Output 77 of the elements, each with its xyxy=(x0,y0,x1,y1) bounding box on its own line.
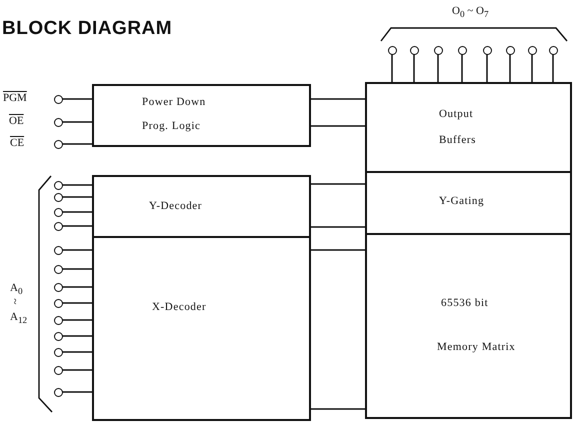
wire xyxy=(509,54,511,82)
pin-terminal xyxy=(458,46,466,54)
wire xyxy=(486,54,488,82)
pin-terminal xyxy=(54,246,62,254)
wire xyxy=(311,249,365,251)
block-label: 65536 bit xyxy=(441,297,488,309)
pin-terminal xyxy=(482,46,492,54)
pin-terminal xyxy=(388,46,396,54)
signal-label: A$_{12}$ xyxy=(10,312,28,326)
signal-label: PGM xyxy=(3,93,27,104)
wire xyxy=(62,335,92,337)
wire xyxy=(391,54,393,82)
wire xyxy=(62,196,92,198)
wire xyxy=(62,225,92,227)
block xyxy=(365,171,572,235)
pin-terminal xyxy=(54,222,62,230)
block-label: Output xyxy=(439,108,474,120)
wire xyxy=(62,98,92,100)
wire xyxy=(62,249,92,251)
block-label: Power Down xyxy=(142,96,206,108)
pin-terminal xyxy=(54,94,62,104)
pin-terminal xyxy=(410,46,418,54)
wire xyxy=(311,125,365,127)
wire xyxy=(62,391,92,393)
wire xyxy=(552,54,554,82)
wire xyxy=(62,319,92,321)
block xyxy=(365,233,572,419)
pin-terminal xyxy=(506,46,514,54)
pin-terminal xyxy=(54,140,62,148)
block-label: Memory Matrix xyxy=(437,341,516,353)
wire xyxy=(62,268,92,270)
wire xyxy=(62,143,92,145)
signal-label: ~ xyxy=(8,298,20,304)
block xyxy=(92,84,311,147)
block xyxy=(92,175,311,238)
wire xyxy=(62,121,92,123)
signal-label: O$_{0}$ ~ O$_{7}$ xyxy=(452,6,489,20)
wire xyxy=(311,183,365,185)
wire xyxy=(62,302,92,304)
pin-terminal xyxy=(54,298,62,308)
block-label: Y-Decoder xyxy=(149,200,202,212)
pin-terminal xyxy=(434,46,442,54)
wire xyxy=(62,351,92,353)
pin-terminal xyxy=(548,46,558,54)
pin-terminal xyxy=(54,282,62,292)
block-label: X-Decoder xyxy=(152,301,206,313)
pin-terminal xyxy=(528,46,536,54)
signal-label: A$_{0}$ xyxy=(10,283,23,296)
pin-terminal xyxy=(54,208,62,216)
pin-terminal xyxy=(54,388,62,396)
pin-terminal xyxy=(54,180,62,190)
signal-label: CE xyxy=(10,138,24,149)
block xyxy=(92,236,311,421)
block-label: Y-Gating xyxy=(439,195,484,207)
pin-terminal xyxy=(54,366,62,374)
wire xyxy=(437,54,439,82)
pin-terminal xyxy=(54,118,62,126)
wire xyxy=(311,226,365,228)
wire xyxy=(413,54,415,82)
pin-terminal xyxy=(54,192,62,202)
wire xyxy=(461,54,463,82)
wire xyxy=(62,184,92,186)
wire xyxy=(311,408,365,410)
block xyxy=(365,82,572,173)
signal-label: OE xyxy=(9,116,24,127)
wire xyxy=(531,54,533,82)
pin-terminal xyxy=(54,348,62,356)
block-label: Prog. Logic xyxy=(142,120,201,132)
wire xyxy=(62,286,92,288)
wire xyxy=(62,369,92,371)
pin-terminal xyxy=(54,264,62,274)
diagram-title: BLOCK DIAGRAM xyxy=(2,18,172,40)
pin-terminal xyxy=(54,316,62,324)
pin-terminal xyxy=(54,332,62,340)
wire xyxy=(311,98,365,100)
block-label: Buffers xyxy=(439,134,476,146)
wire xyxy=(62,211,92,213)
